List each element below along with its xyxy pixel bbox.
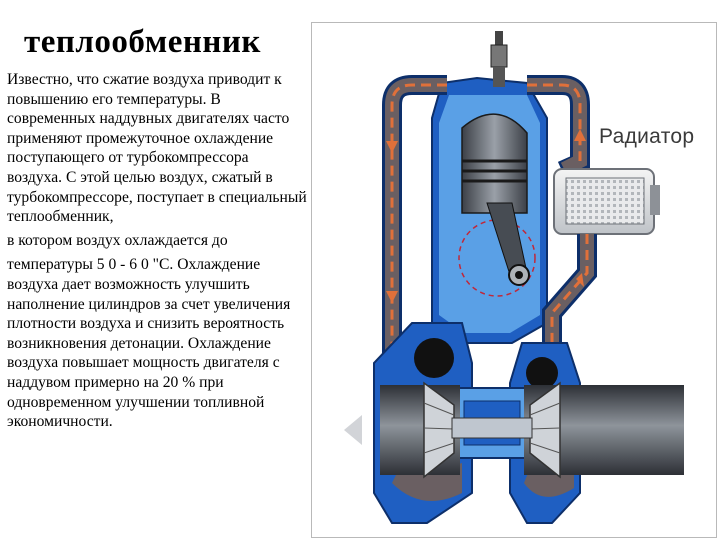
body-text: Известно, что сжатие воздуха приводит к … <box>7 70 307 432</box>
radiator <box>553 168 660 235</box>
spark-plug-icon <box>490 31 508 87</box>
crankshaft <box>458 202 536 297</box>
compressor-wheel <box>423 381 455 479</box>
slide-title: теплообменник <box>24 24 261 60</box>
radiator-label: Радиатор <box>599 125 695 148</box>
airflow-arrow-icon <box>344 415 362 445</box>
paragraph-2: в котором воздух охлаждается до <box>7 231 228 249</box>
turbo-shaft <box>451 417 533 439</box>
intercooler-diagram: Радиатор <box>311 22 717 538</box>
intake-pipe <box>382 75 447 353</box>
paragraph-3: температуры 5 0 - 6 0 "С. Охлаждение воз… <box>7 256 291 431</box>
paragraph-1: Известно, что сжатие воздуха приводит к … <box>7 71 307 226</box>
piston <box>461 113 528 214</box>
turbine-wheel <box>529 381 561 479</box>
hot-air-pipe <box>527 75 590 181</box>
